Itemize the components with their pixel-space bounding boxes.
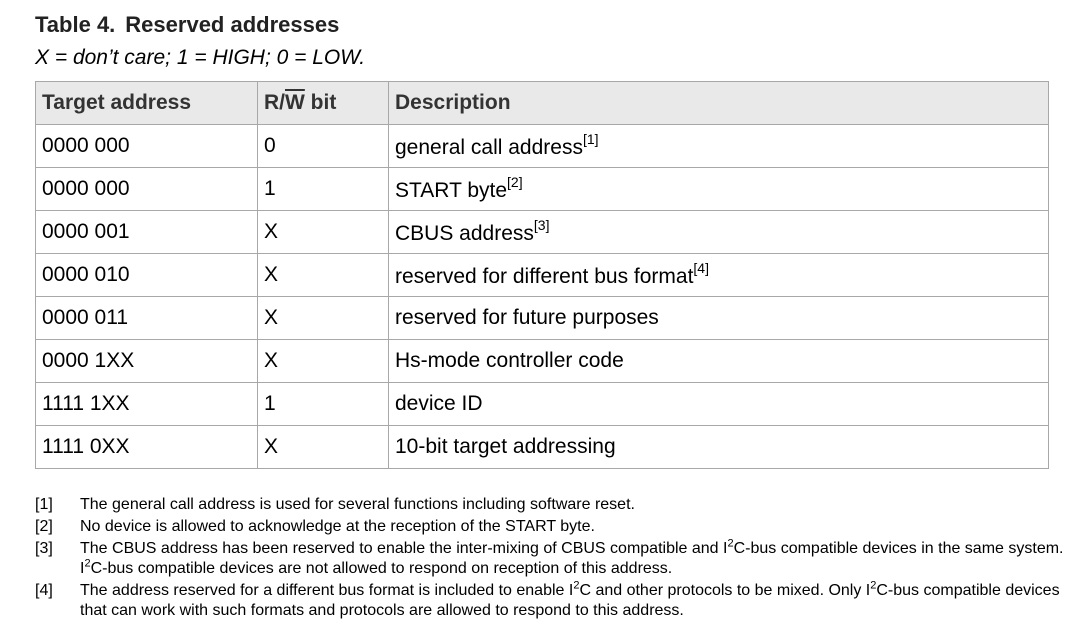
table-notes: [1] The general call address is used for …	[35, 495, 1065, 623]
description-cell: Hs-mode controller code	[388, 339, 1049, 383]
rw-bit-cell: 1	[257, 382, 389, 426]
description-cell: CBUS address[3]	[388, 210, 1049, 254]
target-address-cell: 0000 011	[35, 296, 258, 340]
header-target-address: Target address	[35, 81, 258, 125]
target-address-cell: 0000 010	[35, 253, 258, 297]
target-address-cell: 0000 000	[35, 167, 258, 211]
target-address-cell: 1111 1XX	[35, 382, 258, 426]
table-legend: X = don’t care; 1 = HIGH; 0 = LOW.	[35, 46, 366, 69]
footnote-number: [4]	[35, 582, 53, 599]
header-rw-bit: R/W bit	[257, 81, 389, 125]
footnote-text: No device is allowed to acknowledge at t…	[80, 518, 595, 535]
reserved-addresses-table: Target address R/W bit Description 0000 …	[35, 81, 1049, 469]
footnote: [1] The general call address is used for …	[35, 495, 1065, 515]
rw-bit-cell: X	[257, 425, 389, 469]
header-description: Description	[388, 81, 1049, 125]
description-cell: START byte[2]	[388, 167, 1049, 211]
description-cell: reserved for different bus format[4]	[388, 253, 1049, 297]
description-cell: device ID	[388, 382, 1049, 426]
description-cell: reserved for future purposes	[388, 296, 1049, 340]
footnote: [4] The address reserved for a different …	[35, 579, 1065, 621]
table-number: Table 4.	[35, 12, 116, 37]
rw-bit-cell: X	[257, 296, 389, 340]
rw-bit-cell: X	[257, 339, 389, 383]
target-address-cell: 0000 001	[35, 210, 258, 254]
footnote-text: The CBUS address has been reserved to en…	[80, 537, 1064, 577]
footnote-number: [2]	[35, 518, 53, 535]
rw-bit-cell: X	[257, 210, 389, 254]
target-address-cell: 0000 000	[35, 124, 258, 168]
footnote-text: The address reserved for a different bus…	[80, 579, 1060, 619]
rw-bit-cell: 1	[257, 167, 389, 211]
target-address-cell: 0000 1XX	[35, 339, 258, 383]
rw-bit-cell: 0	[257, 124, 389, 168]
footnote-ref: [2]	[507, 173, 523, 190]
footnote-ref: [1]	[582, 130, 599, 147]
footnote: [3] The CBUS address has been reserved to…	[35, 537, 1065, 579]
footnote: [2] No device is allowed to acknowledge a…	[35, 517, 1065, 537]
footnote-ref: [3]	[533, 216, 550, 233]
description-cell: 10-bit target addressing	[388, 425, 1049, 469]
description-cell: general call address[1]	[388, 124, 1049, 168]
table-header-row: Target address R/W bit Description	[35, 81, 1049, 125]
footnote-number: [1]	[35, 496, 53, 513]
footnote-ref: [4]	[693, 259, 709, 276]
table-title-text: Reserved addresses	[125, 12, 340, 37]
target-address-cell: 1111 0XX	[35, 425, 258, 469]
table-title: Table 4. Reserved addresses	[35, 12, 339, 38]
footnote-text: The general call address is used for sev…	[80, 496, 635, 513]
footnote-number: [3]	[35, 540, 53, 557]
rw-bit-cell: X	[257, 253, 389, 297]
